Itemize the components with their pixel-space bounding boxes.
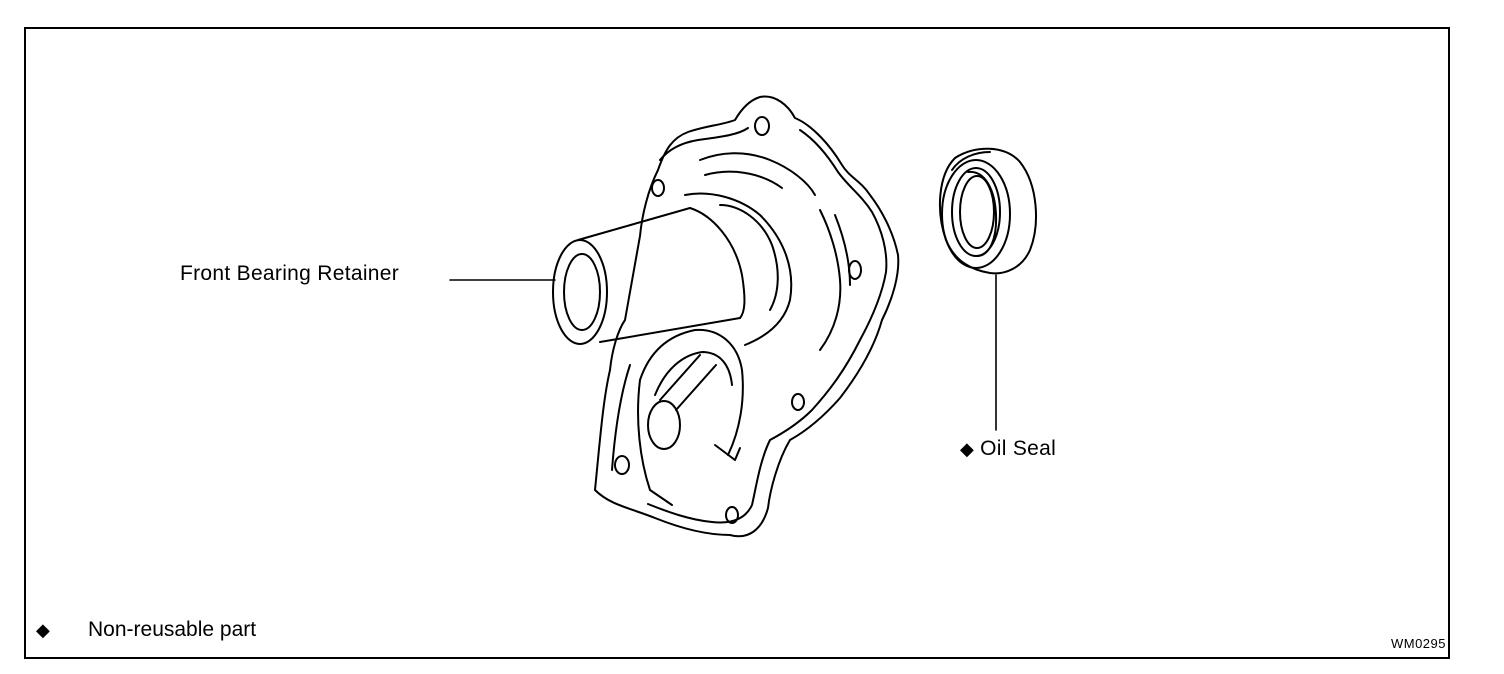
legend-marker-icon: ◆	[36, 619, 50, 640]
oil-seal	[938, 147, 1037, 275]
oil-seal-label: ◆ Oil Seal	[960, 437, 1056, 461]
front-bearing-retainer-label: Front Bearing Retainer	[180, 262, 400, 285]
front-bearing-retainer	[552, 95, 900, 538]
legend: ◆ Non-reusable part	[36, 618, 256, 642]
legend-text: Non-reusable part	[88, 618, 257, 641]
oil-seal-label-text: Oil Seal	[980, 437, 1057, 460]
non-reusable-marker-icon: ◆	[960, 438, 975, 459]
figure-code: WM0295	[1390, 636, 1446, 651]
figure-frame	[24, 27, 1450, 659]
